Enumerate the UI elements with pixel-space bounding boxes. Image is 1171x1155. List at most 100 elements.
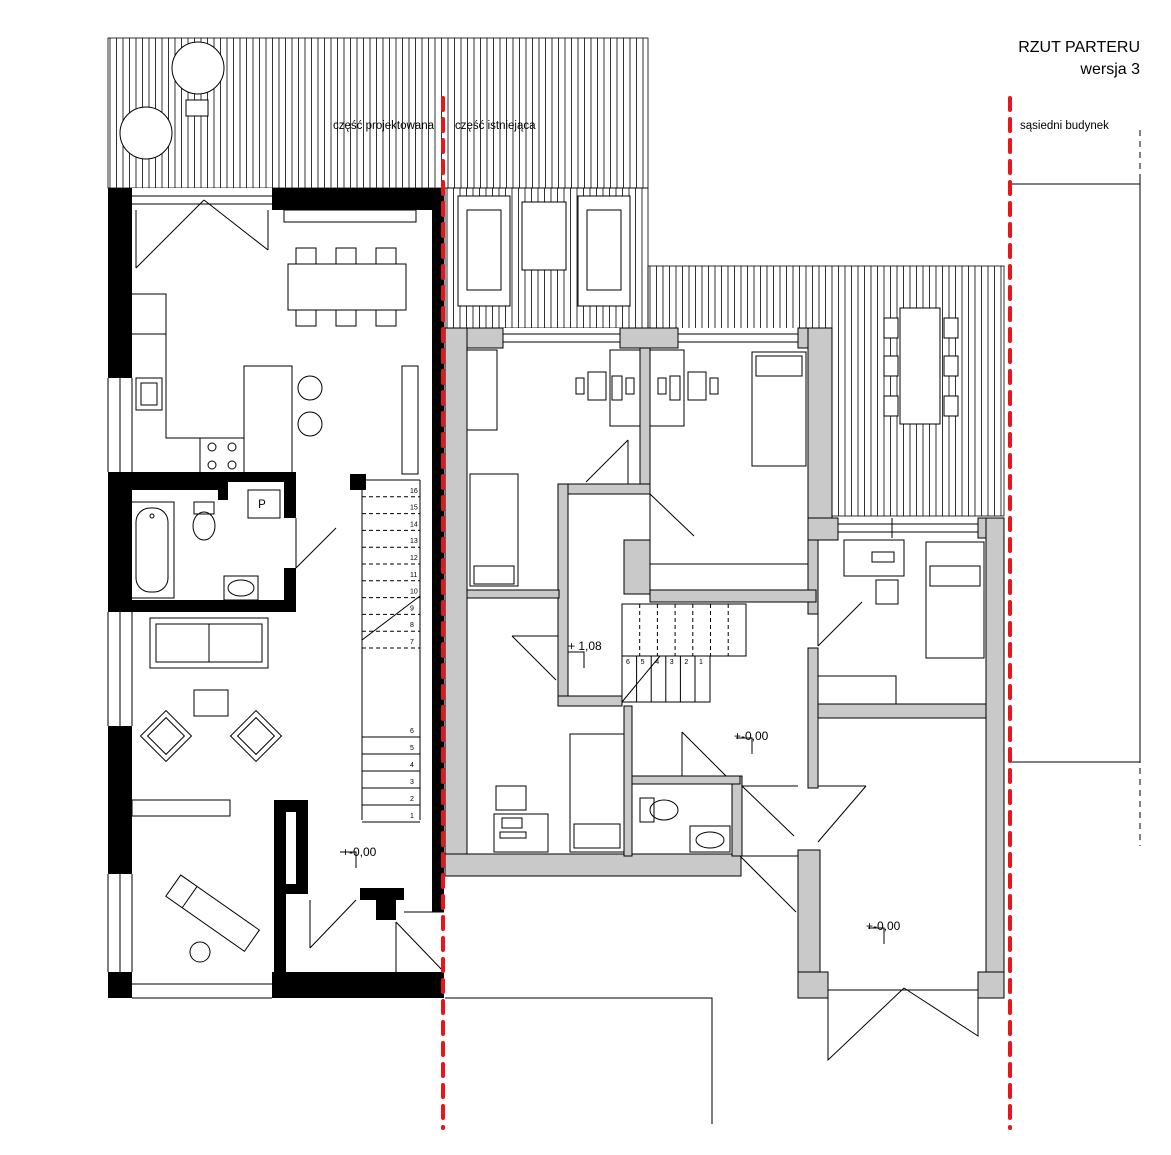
wall xyxy=(108,188,132,378)
stair-direction-line xyxy=(621,655,661,703)
wall xyxy=(985,517,1005,999)
wall xyxy=(807,327,833,541)
wall xyxy=(977,971,1005,999)
wall xyxy=(807,539,819,615)
cooktop xyxy=(199,437,245,475)
label-part-designed: część projektowana xyxy=(333,120,435,132)
site-lines xyxy=(445,130,1141,1124)
stair-step-number: 3 xyxy=(670,659,674,666)
wall xyxy=(444,853,742,877)
wall xyxy=(108,600,296,612)
terrace-sofa-2 xyxy=(577,195,631,307)
window xyxy=(132,983,272,999)
wc xyxy=(639,731,731,853)
wall xyxy=(108,972,132,998)
window xyxy=(503,333,620,343)
wall xyxy=(284,472,296,518)
wall xyxy=(284,568,296,612)
terrace-round-table-1 xyxy=(171,41,225,117)
terrace-dining-set xyxy=(883,307,959,425)
stair-step-number: 15 xyxy=(410,505,418,512)
wall xyxy=(807,647,819,789)
stair-step-number: 11 xyxy=(410,572,417,579)
wall xyxy=(108,726,132,874)
level-mark-garage: +-0,00 xyxy=(866,919,901,944)
level-mark-mezzanine-text: + 1,08 xyxy=(568,639,602,653)
bed xyxy=(469,473,519,587)
wall xyxy=(731,775,743,857)
wall xyxy=(120,482,226,490)
wall xyxy=(286,884,308,894)
stair-step-number: 3 xyxy=(410,779,414,786)
stair-step-number: 10 xyxy=(410,589,418,596)
stair-step-number: 16 xyxy=(410,488,418,495)
armchair xyxy=(229,709,283,763)
designed-part: P xyxy=(107,188,445,999)
level-mark-garage-text: +-0,00 xyxy=(866,919,901,933)
wall xyxy=(108,188,132,210)
wall xyxy=(557,695,623,707)
wall xyxy=(797,971,829,999)
boiler xyxy=(247,489,281,519)
stair-step-number: 12 xyxy=(410,555,418,562)
bed xyxy=(925,541,985,659)
wall xyxy=(108,472,292,482)
terrace-round-table-2 xyxy=(119,106,173,160)
counter xyxy=(401,365,419,475)
stool xyxy=(297,375,323,401)
kitchen xyxy=(132,293,419,475)
wall xyxy=(272,972,444,998)
wall xyxy=(108,472,120,612)
stair-step-number: 2 xyxy=(684,659,688,666)
desk xyxy=(649,349,719,427)
wall xyxy=(296,812,308,890)
stair-step-number: 14 xyxy=(410,521,418,528)
label-neighbour: sąsiedni budynek xyxy=(1020,120,1109,132)
door xyxy=(649,493,695,540)
door xyxy=(817,785,867,843)
lounge-chair xyxy=(165,874,261,953)
wall xyxy=(623,539,651,595)
wall xyxy=(817,703,987,719)
label-part-existing: część istniejąca xyxy=(455,120,536,132)
stair-step-number: 2 xyxy=(410,796,414,803)
dining-table xyxy=(287,247,407,327)
wall xyxy=(649,589,817,603)
wall xyxy=(272,188,444,210)
stair-step-number: 7 xyxy=(410,639,414,646)
level-mark-existing: +-0,00 xyxy=(734,729,769,754)
bathroom-door xyxy=(295,518,337,569)
wall xyxy=(807,517,839,541)
wardrobe xyxy=(817,675,897,705)
existing-interior xyxy=(445,328,1004,998)
stair-step-number: 4 xyxy=(655,659,659,666)
entrance-door xyxy=(739,855,798,913)
drawing-title: RZUT PARTERU xyxy=(1018,39,1140,56)
stool xyxy=(297,411,323,437)
level-mark-existing-text: +-0,00 xyxy=(734,729,769,743)
terrace-door xyxy=(132,195,272,269)
stair-step-number: 8 xyxy=(410,622,414,629)
bed xyxy=(751,351,807,467)
wall xyxy=(376,900,396,920)
wall xyxy=(619,327,679,349)
level-mark-mezzanine: + 1,08 xyxy=(568,639,602,668)
sideboard xyxy=(131,799,231,817)
washbasin xyxy=(223,575,259,601)
bed xyxy=(569,733,625,853)
coffee-table xyxy=(193,689,229,717)
wall xyxy=(639,347,651,489)
wall xyxy=(350,474,366,490)
door xyxy=(741,785,798,837)
window xyxy=(107,612,133,726)
door xyxy=(817,601,863,647)
armchair xyxy=(139,709,193,763)
terrace-sofa-1 xyxy=(457,195,511,307)
level-mark-designed-text: +-0,00 xyxy=(342,845,377,859)
